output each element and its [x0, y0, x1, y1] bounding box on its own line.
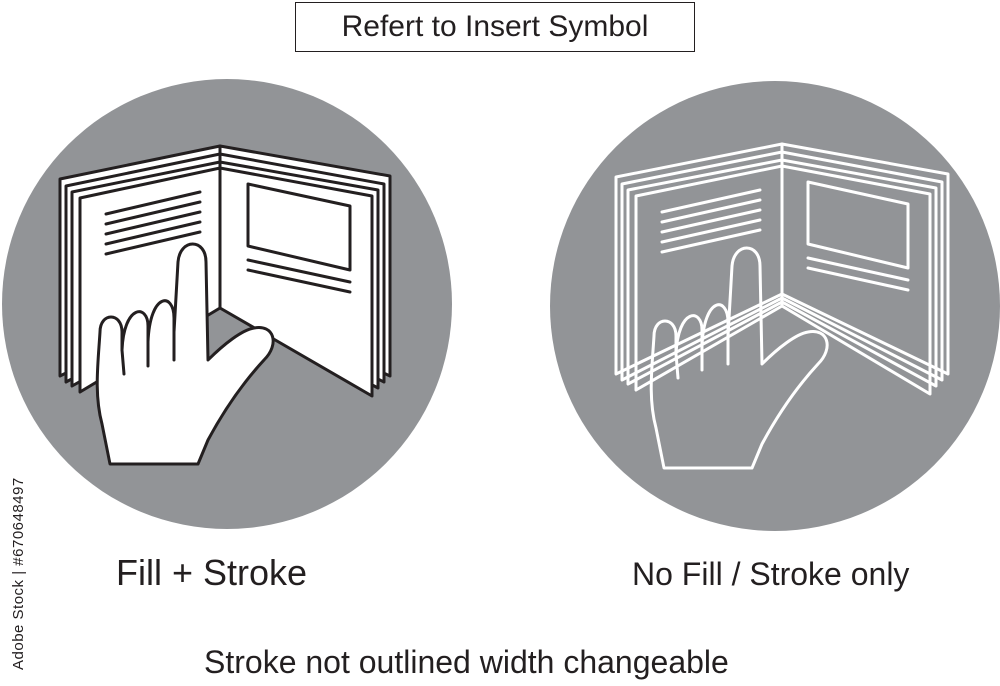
symbol-fill-stroke — [2, 79, 452, 529]
stock-id-label: Adobe Stock | #670648497 — [10, 477, 27, 670]
book-hand-pointing-icon — [614, 142, 950, 470]
pointing-hand — [649, 246, 829, 470]
pointing-hand — [95, 242, 275, 466]
footer-caption: Stroke not outlined width changeable — [204, 644, 729, 680]
caption-stroke-only: No Fill / Stroke only — [632, 556, 910, 592]
book-hand-pointing-icon — [58, 144, 392, 466]
title-box: Refert to Insert Symbol — [295, 2, 695, 52]
caption-fill-stroke: Fill + Stroke — [116, 552, 308, 593]
title-text: Refert to Insert Symbol — [341, 10, 649, 43]
symbol-stroke-only — [550, 81, 1000, 531]
